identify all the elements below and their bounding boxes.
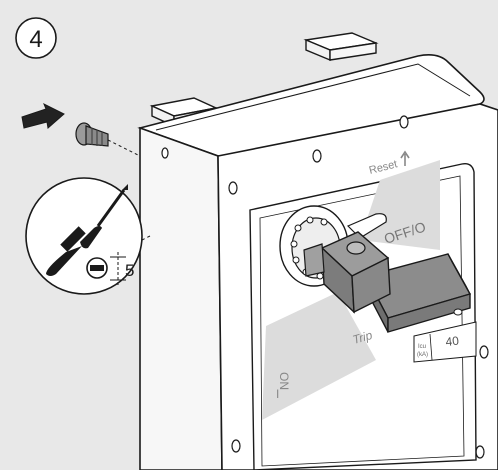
extension-shaft [303,231,472,333]
icu-label: Icu [418,344,426,350]
on-line-label: I [276,387,279,401]
rating-plate: Icu (kA) 40 [413,321,477,363]
screwdriver-icon [46,184,128,276]
top-lug-right [303,32,379,62]
ka-label: (kA) [417,352,428,358]
dimension-value: 5 [125,261,134,280]
on-label: ON [277,372,291,390]
step-badge-circle [15,17,57,59]
mounting-hole [231,439,241,453]
dimension-bracket [110,252,126,285]
screw-icon [75,122,141,157]
reset-arrow-icon [400,150,410,166]
step-number: 4 [29,26,42,53]
trip-zone [262,292,376,420]
shaft-pin-hole [453,308,463,316]
mounting-hole [479,345,489,359]
mounting-hole [161,147,169,159]
reset-zone [360,160,440,250]
removal-arrow-icon [21,102,65,129]
coupler-screw [346,241,366,255]
step-badge: 4 [15,17,57,59]
mounting-hole [399,115,409,129]
mounting-hole [312,149,322,163]
trip-label: Trip [351,328,374,347]
rating-value: 40 [445,334,460,349]
tool-callout: 5 [25,177,151,295]
mounting-hole [228,181,238,195]
mounting-hole [475,445,485,459]
